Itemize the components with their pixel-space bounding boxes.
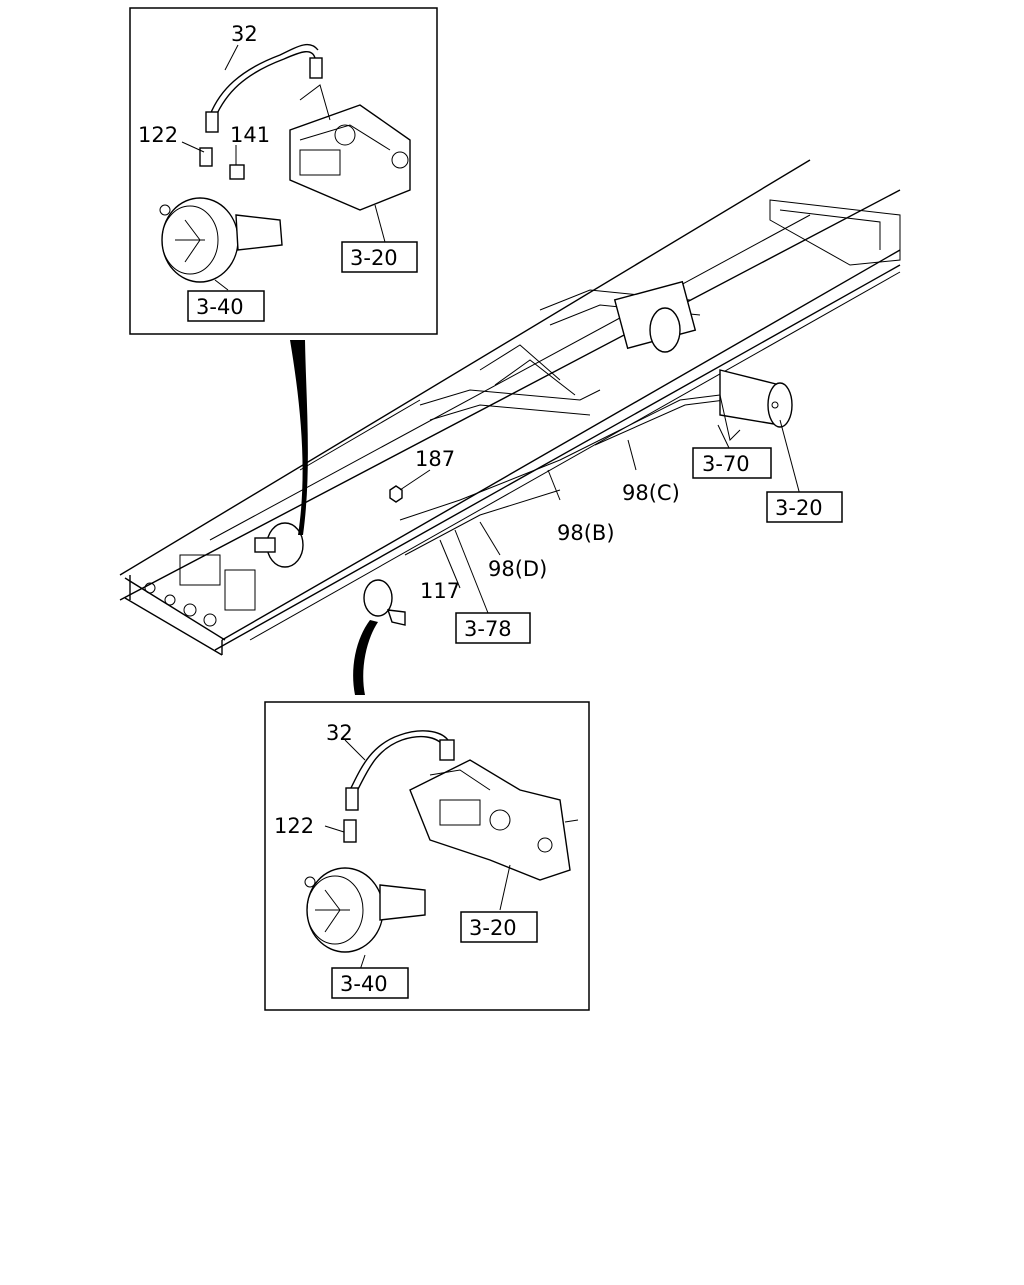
ref-tank: 3-20 <box>775 496 823 520</box>
callout-pipe-b: 98(B) <box>557 521 615 545</box>
top-callout-adapter: 122 <box>138 123 178 147</box>
top-callout-connector: 141 <box>230 123 270 147</box>
bottom-ref-box-valve <box>460 911 538 943</box>
ref-clip: 3-78 <box>464 617 512 641</box>
nut-part <box>389 485 403 503</box>
bottom-ref-chamber: 3-40 <box>340 972 388 996</box>
ref-box-bracket <box>692 447 772 479</box>
top-ref-chamber: 3-40 <box>196 295 244 319</box>
bottom-inset <box>264 701 590 1011</box>
rear-air-tank <box>719 369 793 428</box>
bottom-callout-adapter: 122 <box>274 814 314 838</box>
callout-pipe-117: 117 <box>420 579 460 603</box>
callout-nut: 187 <box>415 447 455 471</box>
callout-pipe-c: 98(C) <box>622 481 680 505</box>
chassis-frame <box>119 159 901 656</box>
ref-box-tank <box>766 491 843 523</box>
ref-box-clip <box>455 612 531 644</box>
top-ref-box-chamber <box>187 290 265 322</box>
top-inset <box>129 7 438 335</box>
brake-chamber <box>254 522 304 568</box>
top-callout-hose: 32 <box>231 22 258 46</box>
ref-bracket: 3-70 <box>702 452 750 476</box>
callout-pipe-d: 98(D) <box>488 557 547 581</box>
air-tank <box>613 280 697 353</box>
inset-pointer-top <box>290 340 308 535</box>
bottom-ref-box-chamber <box>331 967 409 999</box>
lower-brake-chamber <box>363 579 406 626</box>
bottom-callout-hose: 32 <box>326 721 353 745</box>
bottom-ref-valve: 3-20 <box>469 916 517 940</box>
top-ref-box-valve <box>341 241 418 273</box>
top-ref-valve: 3-20 <box>350 246 398 270</box>
inset-pointer-bottom <box>353 620 378 695</box>
